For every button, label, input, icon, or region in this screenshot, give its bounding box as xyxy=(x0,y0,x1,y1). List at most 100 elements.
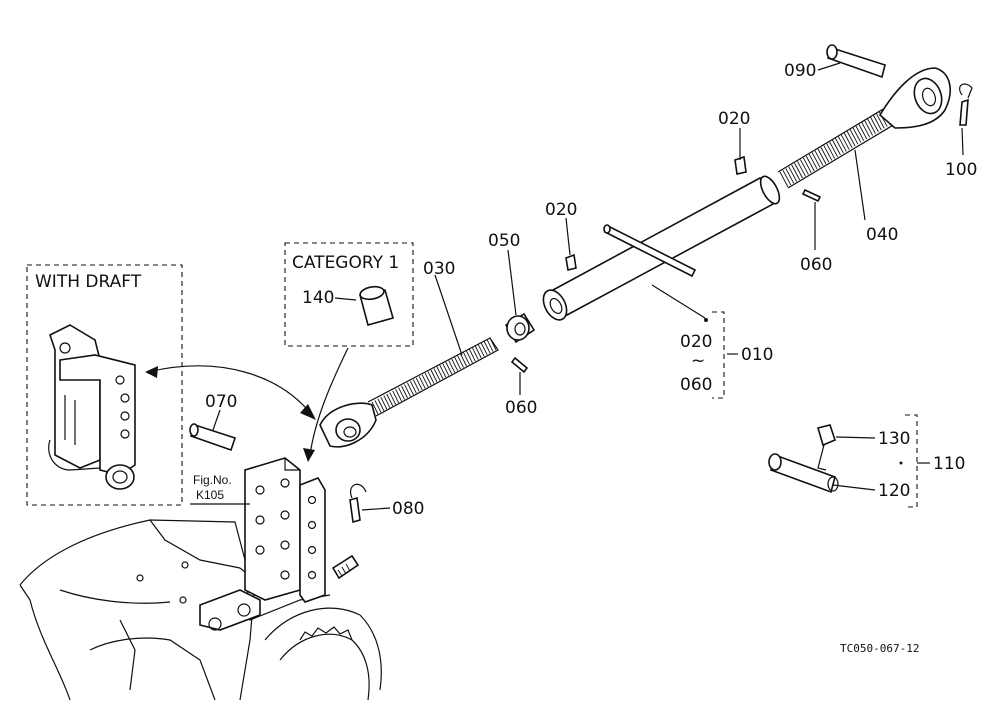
category-label: CATEGORY 1 xyxy=(292,253,399,273)
part-label-130: 130 xyxy=(878,429,910,449)
thread-line xyxy=(858,123,868,140)
part-label-060-right: 060 xyxy=(800,255,832,275)
thread-line xyxy=(377,398,385,412)
part-label-090: 090 xyxy=(784,61,816,81)
thread-line xyxy=(843,132,853,149)
thread-line xyxy=(835,138,844,154)
thread-line xyxy=(832,139,841,156)
part-label-020-mid: 020 xyxy=(545,200,577,220)
part-label-100: 100 xyxy=(945,160,977,180)
thread-line xyxy=(489,337,497,351)
bracket-010 xyxy=(712,311,725,399)
thread-line xyxy=(861,122,871,138)
thread-line xyxy=(779,171,789,188)
spring-pin-060-right xyxy=(801,188,822,203)
part-label-060-left: 060 xyxy=(505,398,537,418)
leader-lines xyxy=(190,62,964,511)
thread-line xyxy=(867,118,876,134)
thread-line xyxy=(800,159,809,175)
thread-line xyxy=(817,148,827,165)
thread-line xyxy=(421,374,429,388)
part-label-060-range: 060 xyxy=(680,375,712,395)
pin-090 xyxy=(826,44,886,79)
part-label-070: 070 xyxy=(205,392,237,412)
thread-line xyxy=(392,390,400,404)
pin-assembly-110 xyxy=(768,414,918,508)
part-label-040: 040 xyxy=(866,225,898,245)
part-label-010: 010 xyxy=(741,345,773,365)
thread-line xyxy=(797,161,806,177)
thread-line xyxy=(486,339,494,352)
thread-line xyxy=(418,376,426,389)
thread-line xyxy=(864,120,873,136)
thread-line xyxy=(409,380,417,394)
thread-line xyxy=(389,392,397,405)
thread-line xyxy=(386,393,394,407)
thread-line xyxy=(814,150,824,166)
thread-line xyxy=(802,157,812,173)
thread-line xyxy=(468,348,476,362)
thread-line xyxy=(436,366,444,380)
thread-line xyxy=(463,352,470,365)
thread-line xyxy=(855,125,865,141)
thread-line xyxy=(404,384,411,397)
lynch-pin-080 xyxy=(349,483,367,524)
thread-line xyxy=(808,154,818,170)
part-label-080: 080 xyxy=(392,499,424,519)
thread-line xyxy=(454,356,462,370)
thread-line xyxy=(415,377,423,391)
thread-line xyxy=(445,361,453,375)
tilde-range: ~ xyxy=(691,351,705,371)
thread-line xyxy=(826,143,836,159)
thread-line xyxy=(439,364,447,378)
part-label-030: 030 xyxy=(423,259,455,279)
thread-line xyxy=(811,152,821,168)
thread-line xyxy=(430,369,438,383)
thread-line xyxy=(837,136,847,152)
thread-line xyxy=(412,379,420,392)
thread-line xyxy=(471,347,479,360)
thread-line xyxy=(451,358,459,372)
thread-line xyxy=(474,345,482,359)
thread-line xyxy=(477,344,485,357)
thread-line xyxy=(782,170,792,186)
thread-line xyxy=(785,168,795,184)
part-label-020-range: 020 xyxy=(680,332,712,352)
thread-line xyxy=(872,114,882,131)
fig-ref-line2: K105 xyxy=(196,488,224,502)
bolt-bracket xyxy=(331,554,360,580)
part-label-110: 110 xyxy=(933,454,965,474)
thread-line xyxy=(395,388,403,402)
drawing-id: TC050-067-12 xyxy=(840,642,919,655)
thread-line xyxy=(805,155,815,172)
thread-line xyxy=(424,372,432,386)
thread-line xyxy=(846,130,856,147)
part-label-140: 140 xyxy=(302,288,334,308)
arrow-head-category xyxy=(303,448,315,462)
thread-line xyxy=(406,382,414,396)
thread-line xyxy=(457,355,464,368)
thread-line xyxy=(465,350,473,364)
thread-line xyxy=(870,116,879,133)
thread-line xyxy=(840,134,850,150)
thread-line xyxy=(380,396,388,410)
rod-040 xyxy=(777,67,951,189)
thread-line xyxy=(460,353,467,367)
thread-line xyxy=(875,113,885,129)
arrow-head-right xyxy=(300,404,316,420)
thread-line xyxy=(829,141,838,157)
pin-070 xyxy=(189,423,237,452)
thread-line xyxy=(374,400,382,413)
thread-line xyxy=(794,162,803,179)
thread-line xyxy=(448,360,456,373)
part-label-020-top: 020 xyxy=(718,109,750,129)
thread-line xyxy=(427,371,435,384)
thread-line xyxy=(849,129,859,145)
part-label-050: 050 xyxy=(488,231,520,251)
thread-line xyxy=(823,145,833,161)
thread-line xyxy=(398,387,405,400)
fig-ref-line1: Fig.No. xyxy=(193,473,232,487)
lynch-pin-100 xyxy=(959,83,973,126)
thread-line xyxy=(788,166,798,182)
